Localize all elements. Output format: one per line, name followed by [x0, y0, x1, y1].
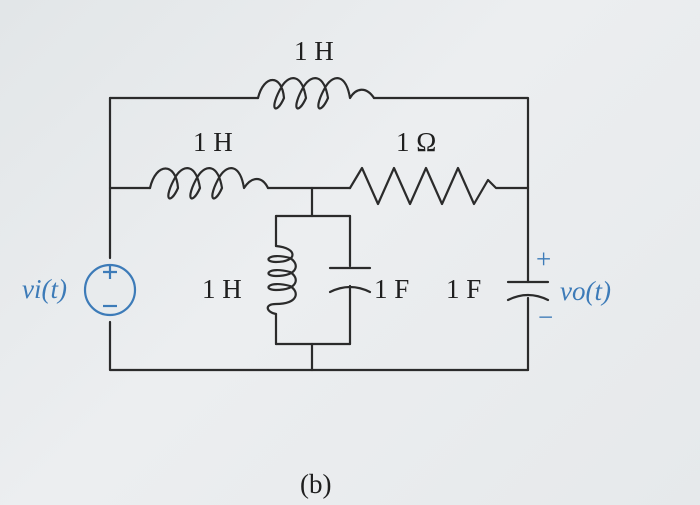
label-capacitor-left: 1 F: [374, 274, 409, 304]
label-resistor: 1 Ω: [396, 127, 436, 157]
label-input-voltage: vi(t): [22, 274, 67, 304]
label-output-plus: +: [536, 244, 551, 274]
label-output-voltage: vo(t): [560, 276, 611, 306]
voltage-source: [83, 263, 137, 317]
label-capacitor-right: 1 F: [446, 274, 481, 304]
resistor-middle: [348, 166, 530, 206]
label-inductor-vertical: 1 H: [202, 274, 242, 304]
wire-top-right: [372, 96, 530, 190]
label-inductor-middle: 1 H: [193, 127, 233, 157]
figure-caption: (b): [300, 469, 331, 499]
inductor-top: [256, 77, 376, 110]
inductor-middle: [148, 167, 270, 200]
wire-left-rail-bottom: [108, 320, 530, 372]
label-inductor-top: 1 H: [294, 36, 334, 66]
label-output-minus: −: [538, 302, 553, 332]
capacitor-right: [506, 280, 550, 302]
inductor-vertical: [266, 244, 297, 316]
